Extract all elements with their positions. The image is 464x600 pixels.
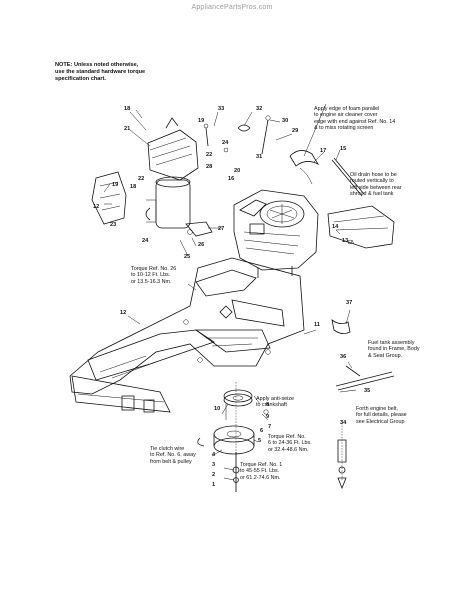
callout-tie-clutch: Tie clutch wire to Ref. No. 6, away from… (150, 446, 220, 465)
callout-line: or 61.2-74.6 Nm. (240, 474, 281, 481)
engine-shroud (147, 117, 199, 181)
callout-line: & to miss rotating screen (314, 125, 374, 132)
rear-shroud (327, 205, 395, 249)
callout-anti-seize: Apply anti-seize to crankshaft (256, 396, 326, 409)
ref-number: 30 (282, 118, 289, 124)
callout-line: left side between rear (350, 184, 402, 191)
ref-number: 9 (266, 414, 270, 420)
ref-number: 18 (124, 106, 131, 112)
engine (233, 189, 319, 278)
leader-lines (103, 103, 357, 481)
ref-number: 18 (130, 184, 137, 190)
callout-line: Torque Ref. No. 1 (240, 462, 283, 468)
ref-number: 27 (218, 226, 225, 232)
ref-number: 37 (346, 300, 353, 306)
callout-line: shroud & fuel tank (350, 191, 394, 198)
ref-number: 19 (198, 118, 205, 124)
callout-torque-6: Torque Ref. No. 6 to 24-36 Ft. Lbs. or 3… (268, 434, 348, 453)
callout-line: to engine air cleaner cover (314, 112, 378, 119)
callout-line: Fuel tank assembly (368, 340, 415, 346)
callout-line: edge with end against Ref. No. 14 (314, 118, 396, 125)
ref-number: 26 (198, 242, 205, 248)
ref-number: 17 (320, 148, 327, 154)
callout-fourth-belt: Forth engine belt, for full details, ple… (356, 406, 446, 425)
note-line: specification chart. (55, 76, 106, 82)
callout-line: found in Frame, Body (368, 346, 420, 353)
ref-number: 2 (212, 472, 216, 478)
callout-line: from belt & pulley (150, 458, 192, 465)
callout-line: to 10-12 Ft. Lbs. (131, 272, 171, 279)
callout-line: Forth engine belt, (356, 406, 398, 412)
hardware-note: NOTE: Unless noted otherwise, use the st… (55, 62, 165, 83)
ref-number: 22 (138, 176, 145, 182)
ref-number: 13 (342, 238, 349, 244)
ref-number: 12 (120, 310, 127, 316)
ref-number: 20 (234, 168, 241, 174)
callout-torque-26: Torque Ref. No. 26 to 10-12 Ft. Lbs. or … (131, 266, 211, 285)
ref-number: 1 (212, 482, 216, 488)
ref-number: 12 (93, 204, 100, 210)
rod (331, 157, 365, 197)
foam-strip (289, 150, 320, 185)
ref-number: 5 (258, 438, 262, 444)
ref-number: 15 (340, 146, 347, 152)
fasteners-top (135, 109, 271, 155)
callout-line: Tie clutch wire (150, 446, 185, 452)
ref-number: 22 (206, 152, 213, 158)
ref-number: 29 (292, 128, 299, 134)
ref-number: 23 (110, 222, 117, 228)
callout-line: Apply anti-seize (256, 396, 295, 402)
ref-number: 4 (212, 452, 216, 458)
callout-line: Oil drain hose to be (350, 172, 397, 178)
callout-line: Torque Ref. No. 26 (131, 266, 177, 272)
callout-line: Torque Ref. No. (268, 434, 306, 440)
exhaust-bracket (185, 221, 213, 237)
callout-drain-hose: Oil drain hose to be routed vertically t… (350, 172, 440, 198)
callout-foam: Apply edge of foam parallel to engine ai… (314, 106, 424, 132)
ref-number: 35 (364, 388, 371, 394)
watermark: AppliancePartsPros.com (191, 4, 273, 11)
ref-number: 28 (206, 164, 213, 170)
callout-line: for full details, please (356, 412, 407, 419)
fuel-tank-rods (331, 319, 395, 391)
callout-line: to Ref. No. 6, away (150, 452, 196, 459)
note-line: NOTE: Unless noted otherwise, (55, 62, 139, 68)
belt-hardware (337, 420, 347, 490)
ref-number: 32 (256, 106, 263, 112)
heat-shield-plate (91, 171, 127, 225)
muffler (145, 176, 191, 229)
ref-number: 19 (112, 182, 119, 188)
callout-line: & Seat Group. (368, 352, 403, 359)
ref-number: 24 (142, 238, 149, 244)
ref-number: 33 (218, 106, 225, 112)
callout-torque-1: Torque Ref. No. 1 to 45-55 Ft. Lbs. or 6… (240, 462, 320, 481)
callout-line: Apply edge of foam parallel (314, 106, 380, 112)
ref-number: 36 (340, 354, 347, 360)
ref-number: 3 (212, 462, 216, 468)
mower-frame (69, 257, 305, 413)
note-line: use the standard hardware torque (55, 69, 146, 75)
ref-number: 11 (314, 322, 320, 328)
callout-line: 6 to 24-36 Ft. Lbs. (268, 440, 312, 447)
ref-number: 8 (266, 402, 270, 408)
ref-number: 24 (222, 140, 229, 146)
callout-line: to crankshaft (256, 402, 287, 409)
callout-line: or 13.5-16.3 Nm. (131, 278, 172, 285)
ref-number: 21 (124, 126, 131, 132)
callout-line: routed vertically to (350, 178, 394, 185)
ref-number: 7 (268, 424, 272, 430)
callout-line: to 45-55 Ft. Lbs. (240, 468, 280, 475)
ref-number: 25 (184, 254, 191, 260)
ref-number: 31 (256, 154, 263, 160)
ref-number: 34 (340, 420, 347, 426)
callout-line: see Electrical Group (356, 418, 405, 425)
callout-line: or 32.4-48.6 Nm. (268, 446, 309, 453)
ref-number: 6 (260, 428, 264, 434)
callout-fuel-tank: Fuel tank assembly found in Frame, Body … (368, 340, 448, 359)
ref-number: 14 (332, 224, 339, 230)
ref-number: 16 (228, 176, 235, 182)
ref-number: 10 (214, 406, 221, 412)
